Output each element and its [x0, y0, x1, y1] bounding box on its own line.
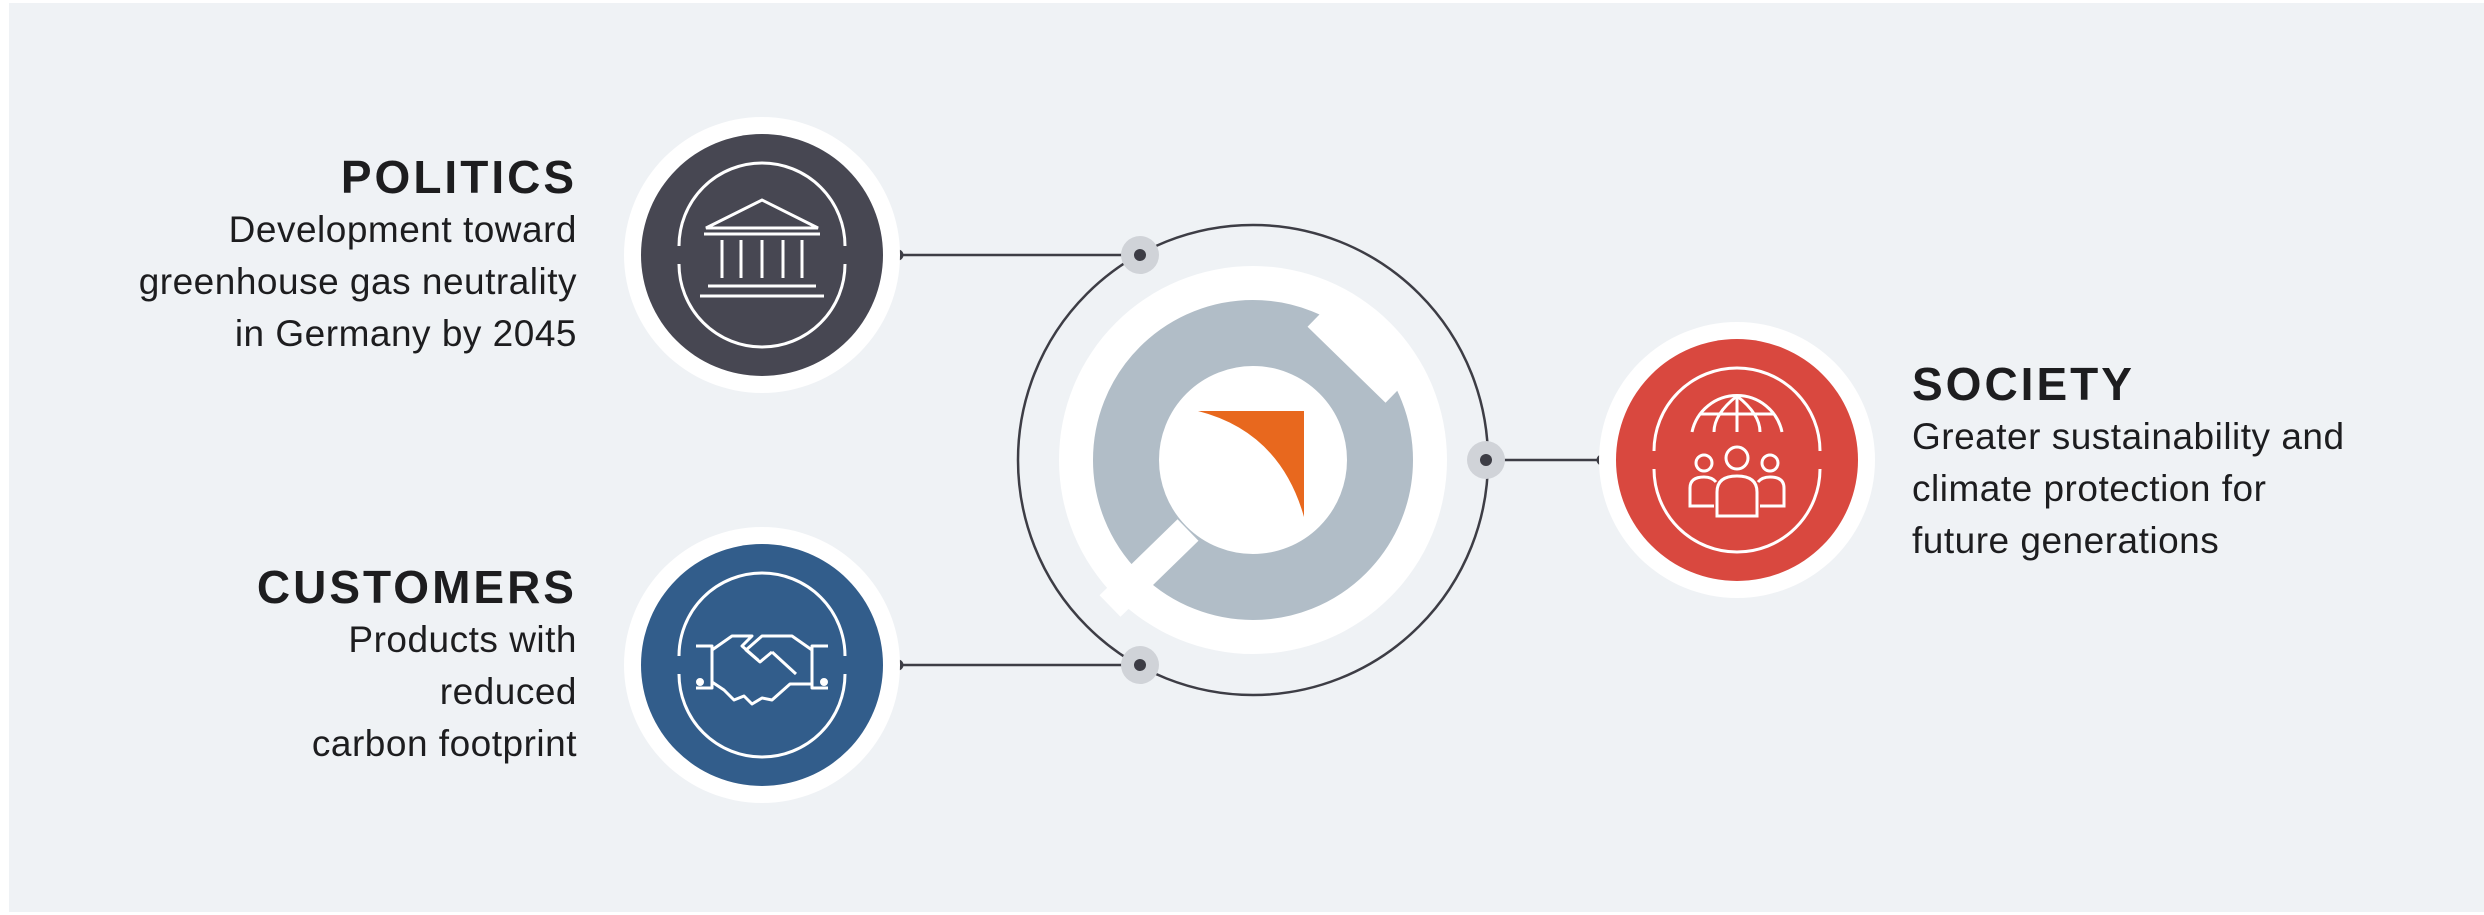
politics-desc-line: Development toward [228, 209, 577, 250]
society-desc-line: future generations [1912, 520, 2220, 561]
politics-inner-ring [677, 161, 847, 349]
customers-desc-line: carbon footprint [311, 723, 577, 764]
society-text-block: SOCIETY Greater sustainability and clima… [1912, 357, 2472, 567]
customers-node [624, 527, 900, 803]
globe-people-icon [1688, 394, 1786, 518]
politics-title: POLITICS [340, 151, 577, 203]
politics-desc-line: in Germany by 2045 [234, 313, 577, 354]
society-description: Greater sustainability and climate prote… [1912, 411, 2472, 567]
politics-node [624, 117, 900, 393]
customers-desc-line: reduced [439, 671, 577, 712]
logo-orange-wedge [1198, 411, 1304, 517]
customers-inner-ring [677, 571, 847, 759]
society-circle [1616, 339, 1858, 581]
connector-lines [898, 253, 1602, 667]
customers-description: Products with reduced carbon footprint [17, 614, 577, 770]
politics-description: Development toward greenhouse gas neutra… [17, 204, 577, 360]
society-node [1599, 322, 1875, 598]
logo-ring [1093, 300, 1413, 620]
customers-circle [641, 544, 883, 786]
society-inner-ring [1652, 366, 1822, 554]
customers-title: CUSTOMERS [256, 561, 577, 613]
society-title: SOCIETY [1912, 358, 2135, 410]
company-logo-icon [1059, 266, 1447, 654]
politics-desc-line: greenhouse gas neutrality [138, 261, 577, 302]
handshake-icon [696, 634, 828, 706]
politics-anchor-dot [1134, 249, 1146, 261]
society-desc-line: climate protection for [1912, 468, 2267, 509]
society-desc-line: Greater sustainability and [1912, 416, 2345, 457]
politics-text-block: POLITICS Development toward greenhouse g… [17, 150, 577, 360]
customers-anchor-dot [1134, 659, 1146, 671]
society-anchor-dot [1480, 454, 1492, 466]
customers-desc-line: Products with [348, 619, 577, 660]
customers-text-block: CUSTOMERS Products with reduced carbon f… [17, 560, 577, 770]
government-building-icon [700, 198, 824, 298]
